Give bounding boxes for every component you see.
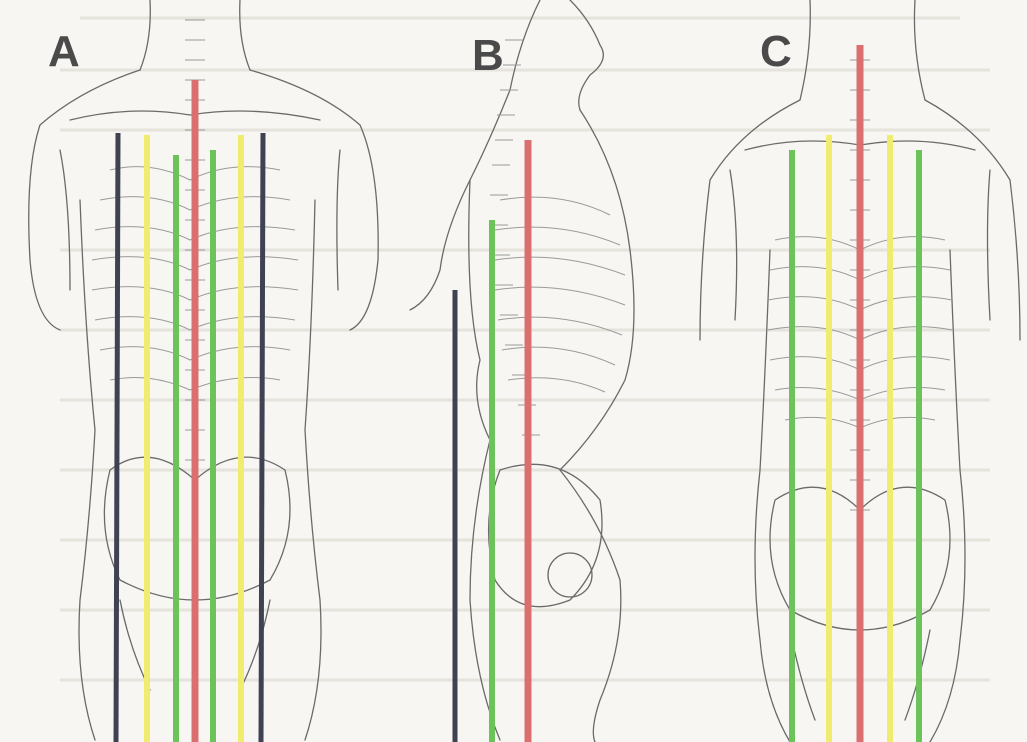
panel-a-dark-line-right (261, 133, 263, 742)
panel-label-a: A (48, 27, 80, 76)
panel-a-dark-line-left (116, 133, 118, 742)
panel-b-ribs (495, 197, 625, 392)
panel-b-vertebrae (490, 40, 540, 435)
panel-b-guides (455, 140, 528, 742)
panel-a-figure (29, 0, 378, 740)
panel-label-c: C (760, 27, 792, 76)
panel-b-figure (410, 0, 634, 742)
panel-label-b: B (472, 31, 504, 80)
